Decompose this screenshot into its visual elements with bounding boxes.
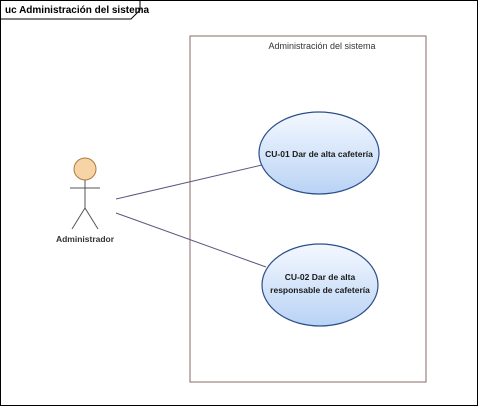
actor-head [73, 157, 97, 181]
use-case-label-line-2: responsable de cafetería [270, 285, 370, 295]
use-case-label-line-1: CU-02 Dar de alta [285, 272, 356, 282]
use-case-cu-01[interactable]: CU-01 Dar de alta cafetería [258, 111, 380, 195]
use-case-cu-02[interactable]: CU-02 Dar de alta responsable de cafeter… [261, 243, 379, 327]
actor-right-leg [84, 207, 99, 230]
system-boundary [189, 35, 427, 383]
system-boundary-label: Administración del sistema [268, 41, 375, 51]
actor-label: Administrador [56, 234, 115, 244]
actor-left-leg [71, 207, 86, 230]
association-line-cu-02[interactable] [115, 212, 267, 268]
use-case-label: CU-01 Dar de alta cafetería [265, 149, 373, 159]
use-case-ellipse [258, 111, 380, 195]
frame-title-tab [0, 0, 141, 20]
actor-administrador[interactable]: Administrador [56, 157, 115, 244]
frame-title: uc Administración del sistema [5, 5, 150, 16]
use-case-ellipse [261, 243, 379, 327]
association-line-cu-01[interactable] [115, 164, 263, 200]
